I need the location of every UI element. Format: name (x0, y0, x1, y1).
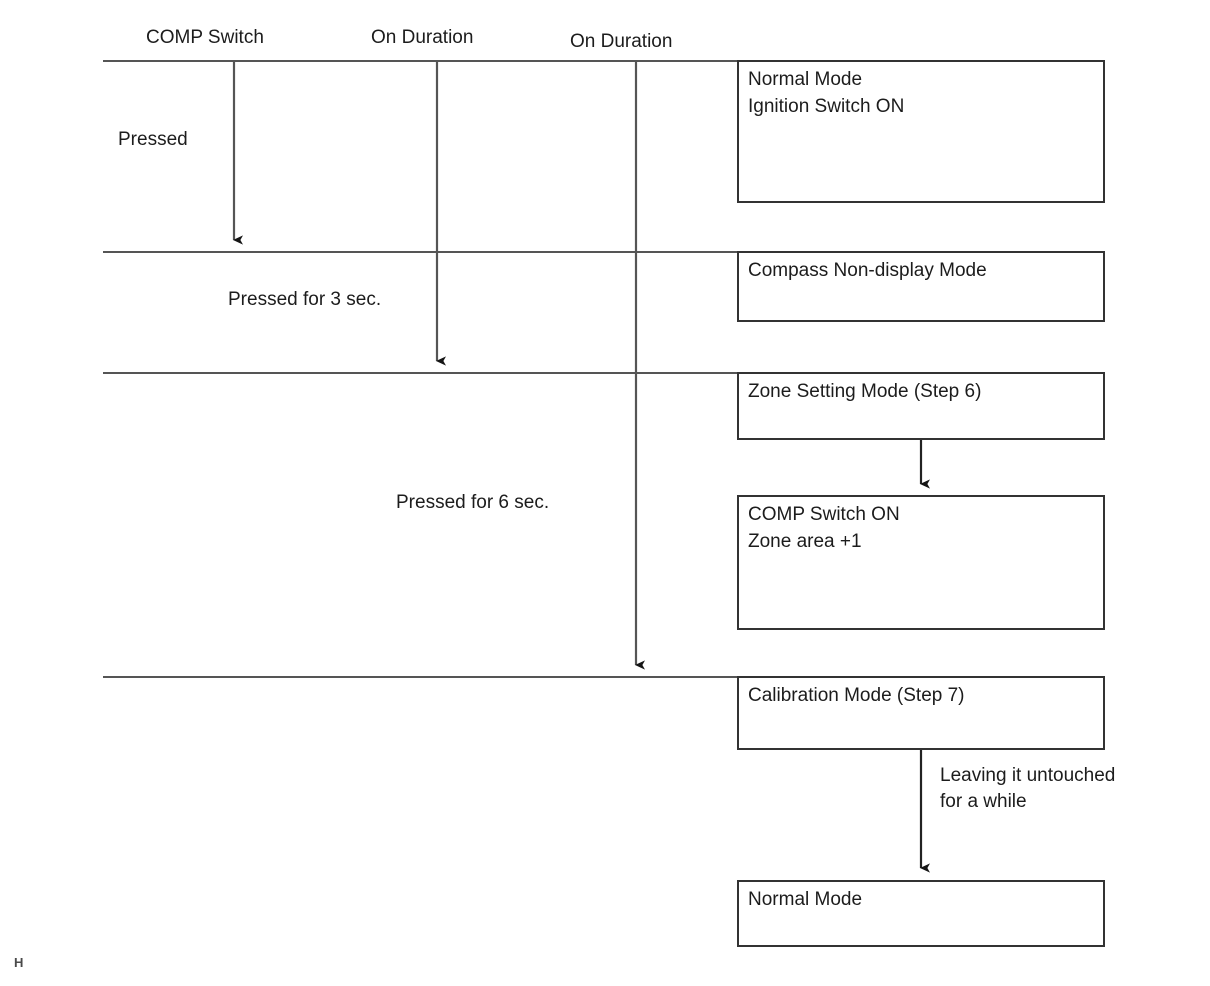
timeline-rule-3 (103, 372, 737, 374)
label-pressed-3-sec: Pressed for 3 sec. (228, 289, 382, 310)
calibration-mode-text: Calibration Mode (Step 7) (748, 685, 965, 706)
comp-switch-on-zone-area-text: COMP Switch ON Zone area +1 (748, 504, 900, 552)
normal-mode-box: Normal Mode (737, 880, 1105, 947)
timeline-rule-2 (103, 251, 737, 253)
figure-corner-mark: H (14, 955, 24, 970)
normal-mode-ignition-on-box: Normal Mode Ignition Switch ON (737, 60, 1105, 203)
column-header-on-duration-1: On Duration (371, 27, 474, 48)
zone-setting-mode-box: Zone Setting Mode (Step 6) (737, 372, 1105, 440)
timeline-rule-4 (103, 676, 737, 678)
normal-mode-text: Normal Mode (748, 889, 863, 910)
compass-non-display-mode-box: Compass Non-display Mode (737, 251, 1105, 322)
label-leaving-untouched: Leaving it untouched for a while (940, 765, 1116, 812)
column-header-comp-switch: COMP Switch (146, 27, 264, 48)
compass-non-display-mode-text: Compass Non-display Mode (748, 260, 987, 281)
label-pressed: Pressed (118, 129, 188, 150)
comp-switch-on-zone-area-box: COMP Switch ON Zone area +1 (737, 495, 1105, 630)
timeline-rule-1 (103, 60, 737, 62)
label-pressed-6-sec: Pressed for 6 sec. (396, 492, 550, 513)
calibration-mode-box: Calibration Mode (Step 7) (737, 676, 1105, 750)
zone-setting-mode-text: Zone Setting Mode (Step 6) (748, 381, 982, 402)
column-header-on-duration-2: On Duration (570, 31, 673, 52)
normal-mode-ignition-on-text: Normal Mode Ignition Switch ON (748, 69, 905, 117)
